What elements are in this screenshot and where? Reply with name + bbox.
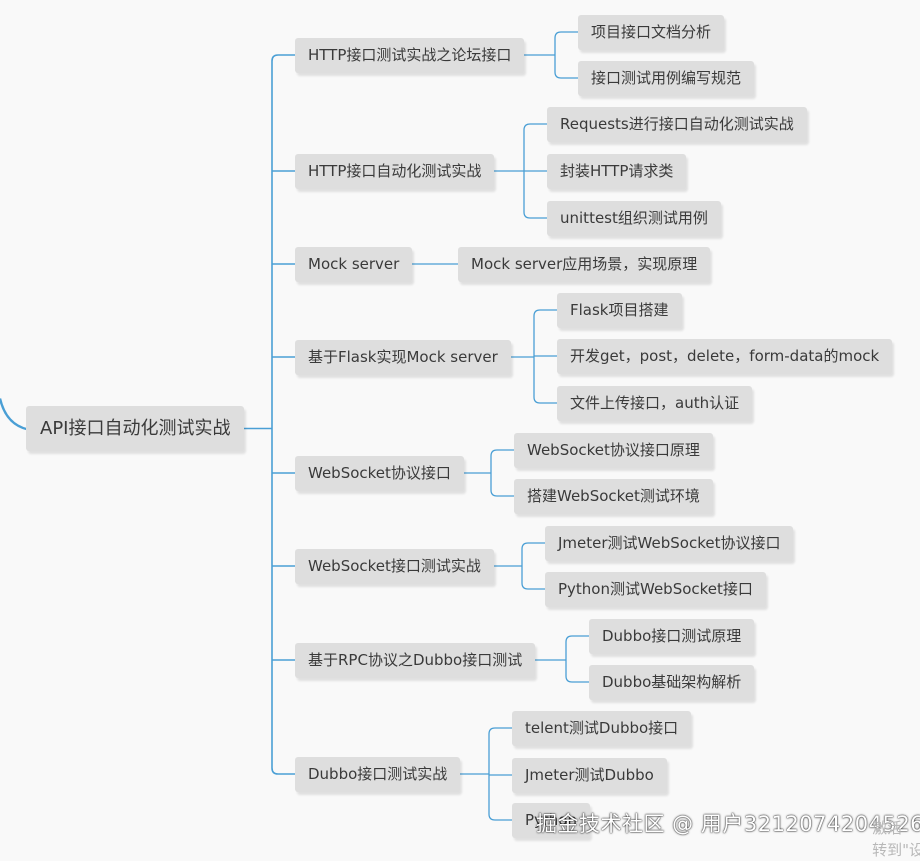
- branch-topic[interactable]: 基于Flask实现Mock server: [295, 339, 511, 375]
- connector-line: [490, 449, 498, 497]
- branch-topic[interactable]: Dubbo接口测试实战: [295, 756, 461, 792]
- connector-line: [521, 542, 529, 590]
- subtopic[interactable]: telent测试Dubbo接口: [512, 710, 692, 746]
- connector-line: [554, 31, 562, 79]
- root-topic[interactable]: API接口自动化测试实战: [26, 406, 245, 451]
- subtopic[interactable]: Jmeter测试Dubbo: [512, 757, 667, 793]
- connector-line: [271, 54, 295, 62]
- subtopic[interactable]: Python: [512, 802, 590, 838]
- subtopic[interactable]: unittest组织测试用例: [547, 200, 721, 236]
- subtopic[interactable]: Jmeter测试WebSocket协议接口: [545, 525, 794, 561]
- branch-topic[interactable]: HTTP接口自动化测试实战: [295, 153, 495, 189]
- subtopic[interactable]: Dubbo接口测试原理: [589, 618, 755, 654]
- watermark: 掘金技术社区 @ 用户3212074204526: [536, 812, 920, 836]
- branch-topic[interactable]: WebSocket接口测试实战: [295, 548, 494, 584]
- connector-line: [565, 635, 573, 683]
- subtopic[interactable]: 开发get，post，delete，form-data的mock: [557, 338, 893, 374]
- subtopic[interactable]: Flask项目搭建: [557, 292, 682, 328]
- activation-line-2: 转到"设: [872, 841, 920, 859]
- subtopic[interactable]: Dubbo基础架构解析: [589, 664, 755, 700]
- branch-topic[interactable]: 基于RPC协议之Dubbo接口测试: [295, 642, 536, 678]
- subtopic[interactable]: Python测试WebSocket接口: [545, 571, 766, 607]
- branch-topic[interactable]: WebSocket协议接口: [295, 455, 464, 491]
- branch-topic[interactable]: Mock server: [295, 246, 413, 282]
- connector-line: [271, 767, 295, 775]
- subtopic[interactable]: WebSocket协议接口原理: [514, 432, 713, 468]
- windows-activation-notice: 激活 转到"设: [872, 817, 920, 861]
- branch-topic[interactable]: HTTP接口测试实战之论坛接口: [295, 37, 525, 73]
- subtopic[interactable]: Requests进行接口自动化测试实战: [547, 106, 807, 142]
- subtopic[interactable]: 文件上传接口，auth认证: [557, 385, 753, 421]
- activation-line-1: 激活: [872, 819, 903, 837]
- subtopic[interactable]: Mock server应用场景，实现原理: [458, 246, 711, 282]
- subtopic[interactable]: 搭建WebSocket测试环境: [514, 478, 713, 514]
- subtopic[interactable]: 项目接口文档分析: [578, 14, 725, 50]
- subtopic[interactable]: 封装HTTP请求类: [547, 153, 687, 189]
- subtopic[interactable]: 接口测试用例编写规范: [578, 60, 755, 96]
- connector-line: [488, 727, 496, 821]
- connector-line: [0, 398, 29, 431]
